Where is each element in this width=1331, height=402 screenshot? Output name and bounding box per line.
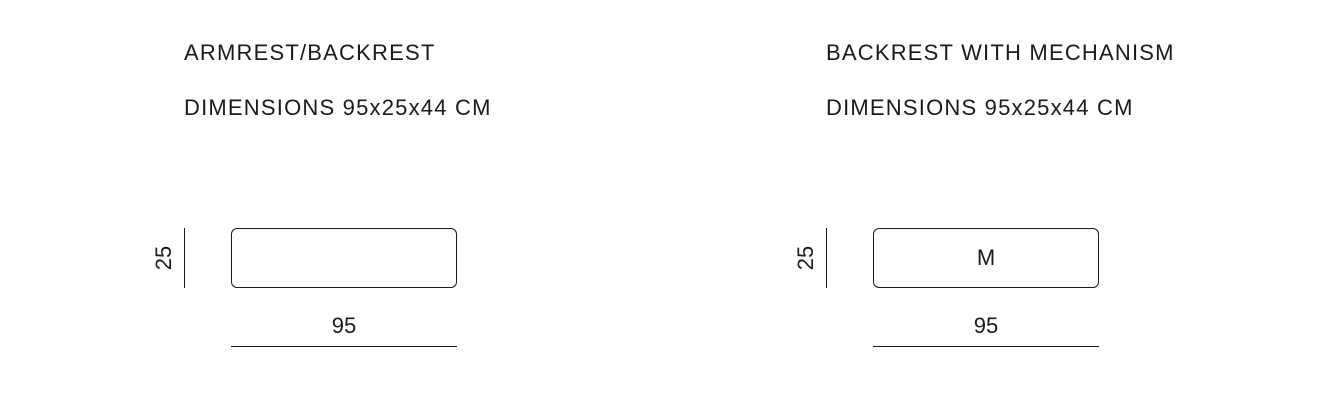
width-dimension-line (231, 346, 457, 347)
module-outline: M (873, 228, 1099, 288)
height-dimension-label: 25 (793, 245, 818, 271)
module-label: M (976, 245, 996, 270)
width-dimension-line (873, 346, 1099, 347)
backrest-mechanism-panel: BACKREST WITH MECHANISM DIMENSIONS 95x25… (642, 0, 1262, 402)
height-dimension-label: 25 (151, 245, 176, 271)
panel-title: ARMREST/BACKREST (184, 40, 436, 65)
module-outline (231, 228, 457, 288)
width-dimension-label: 95 (331, 313, 357, 338)
panel-title: BACKREST WITH MECHANISM (826, 40, 1175, 65)
dimensions-text: DIMENSIONS 95x25x44 CM (826, 95, 1134, 120)
armrest-backrest-panel: ARMREST/BACKREST DIMENSIONS 95x25x44 CM … (0, 0, 620, 402)
dimensions-text: DIMENSIONS 95x25x44 CM (184, 95, 492, 120)
width-dimension-label: 95 (973, 313, 999, 338)
height-dimension-line (826, 228, 827, 288)
height-dimension-line (184, 228, 185, 288)
